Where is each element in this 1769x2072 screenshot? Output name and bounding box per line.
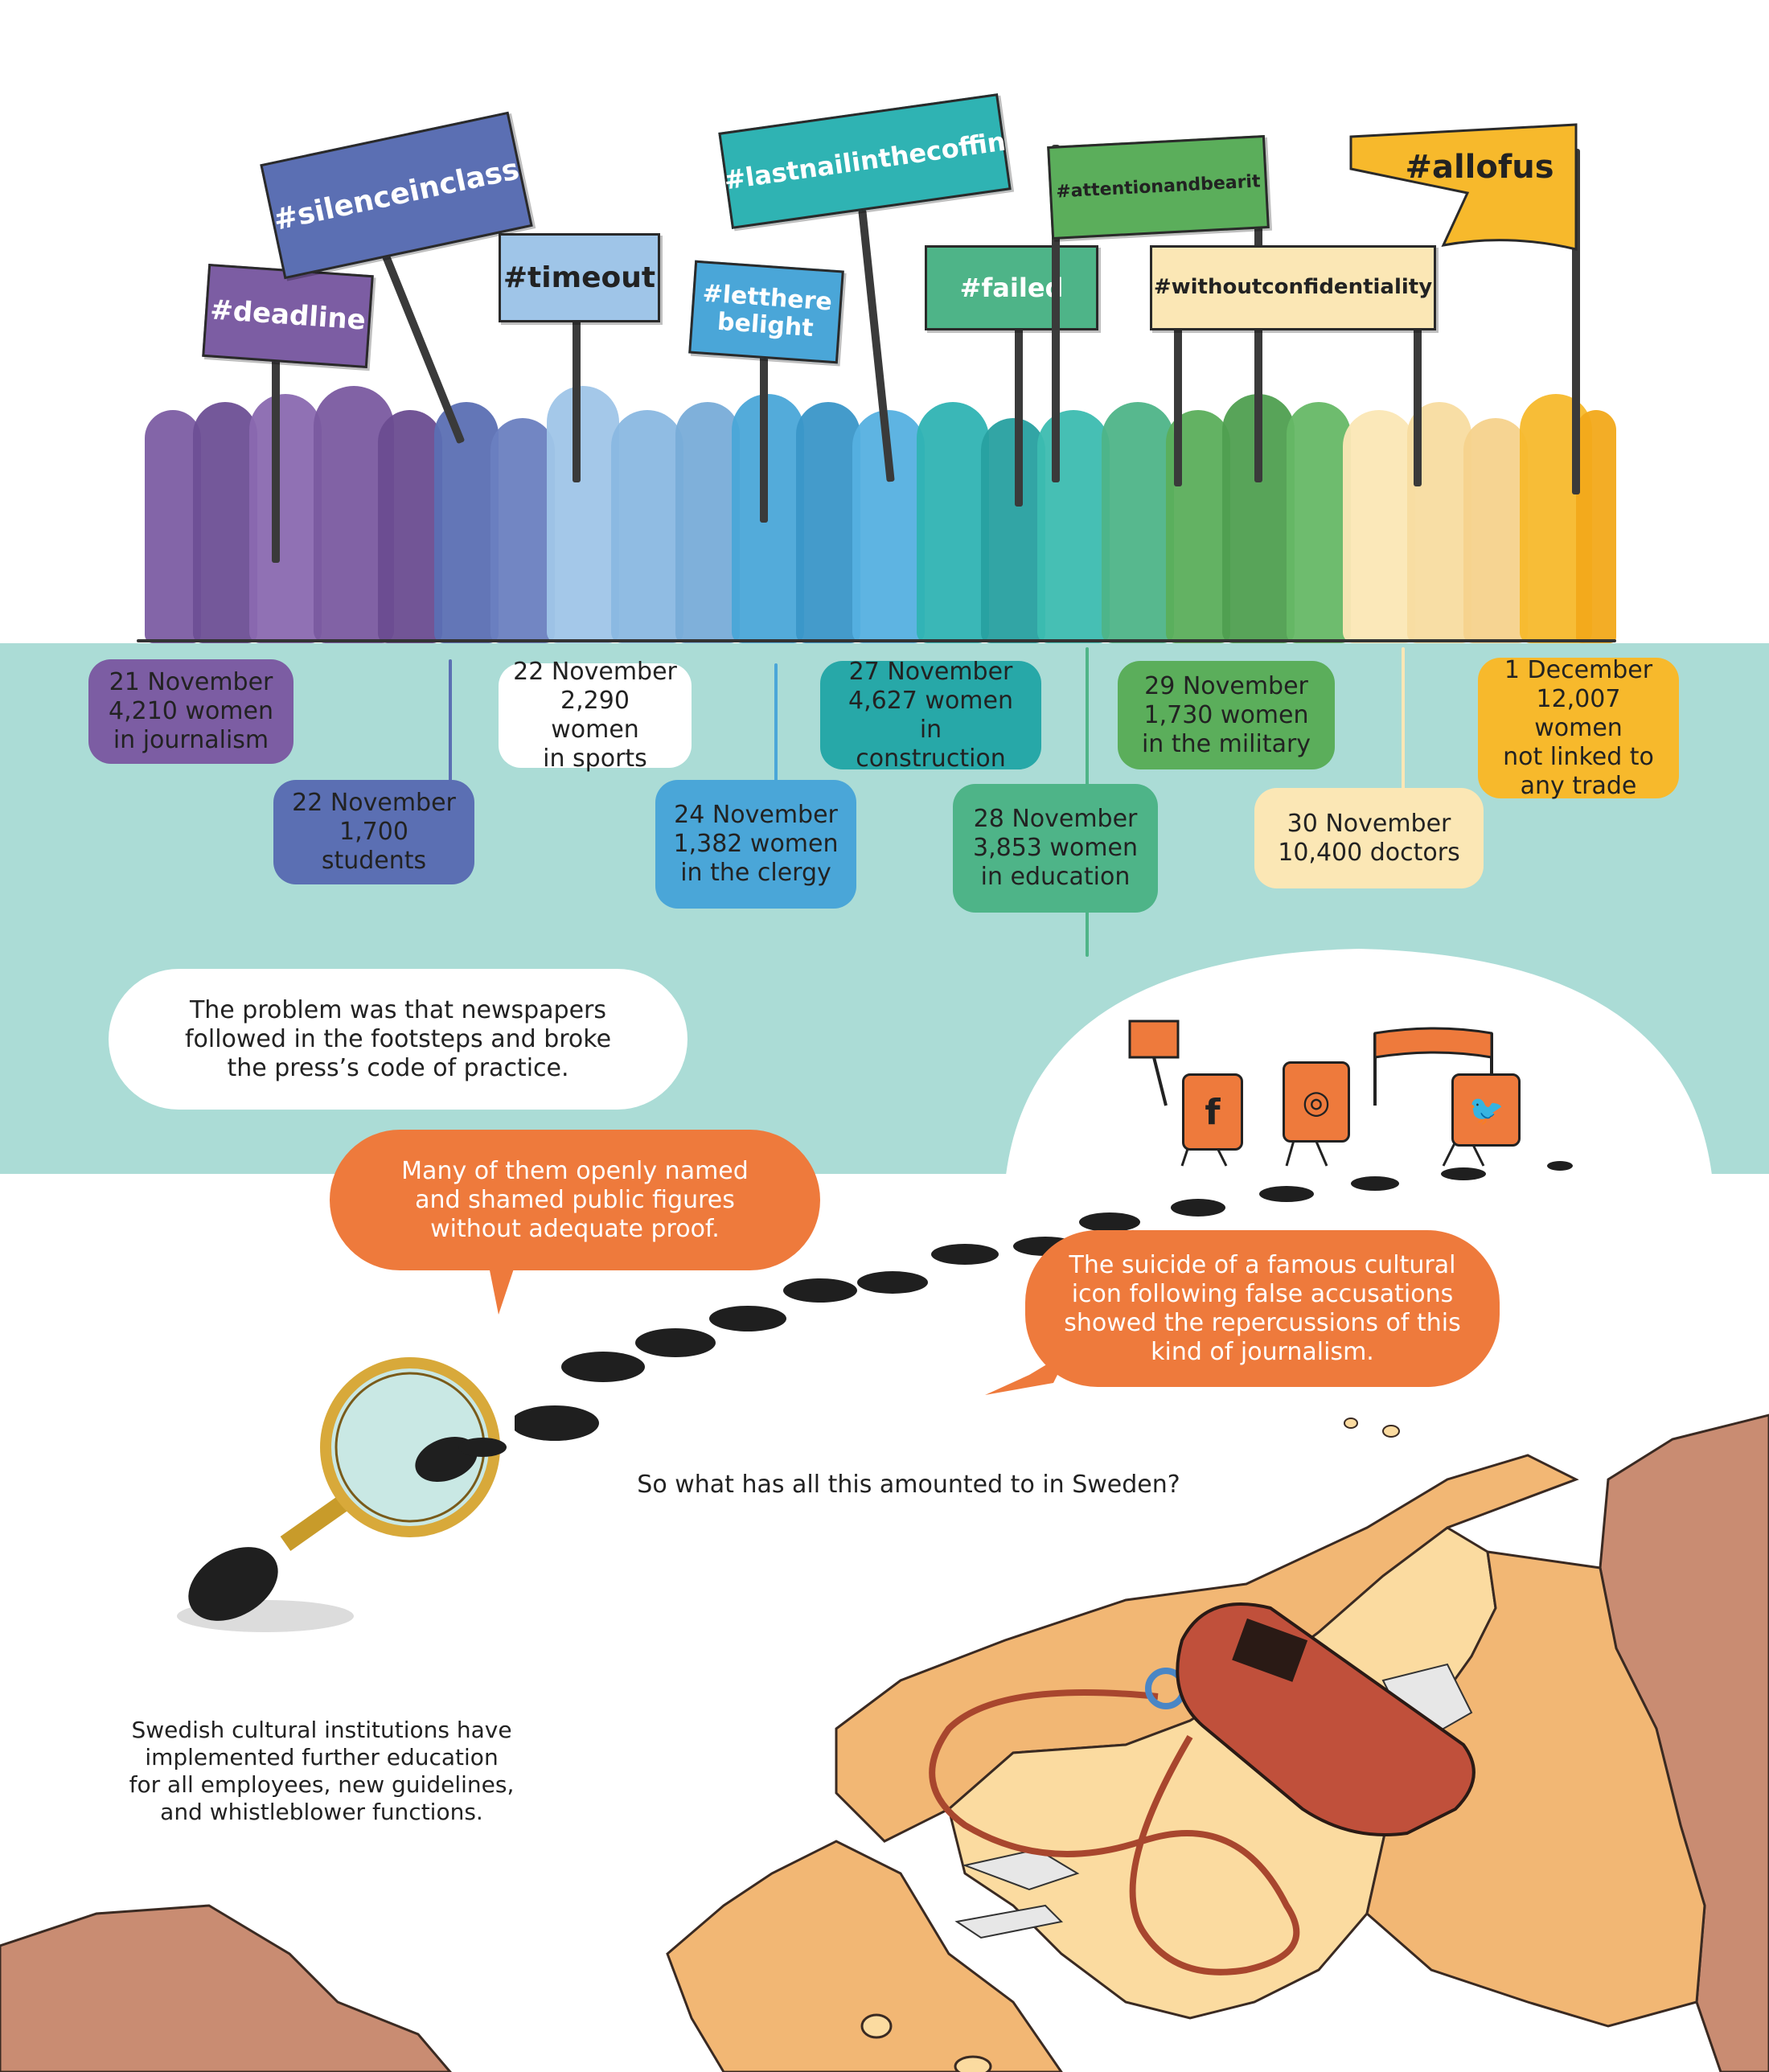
timeline-box-21-november: 21 November 4,210 women in journalism <box>88 659 293 764</box>
timeline-date: 29 November <box>1144 671 1308 700</box>
timeline-box-28-november: 28 November 3,853 women in education <box>953 784 1158 913</box>
sign-allofus-text: #allofus <box>1405 149 1554 186</box>
sign-lettherebelight: #letthere belight <box>688 260 844 364</box>
facebook-icon: f <box>1182 1073 1243 1151</box>
timeline-detail: 1,730 women in the military <box>1141 700 1311 758</box>
sign-pole <box>1015 322 1023 507</box>
social-media-march <box>1126 1009 1528 1170</box>
timeline-stem <box>1402 647 1405 796</box>
timeline-detail: 1,382 women in the clergy <box>673 830 839 887</box>
bubble-tail <box>985 1351 1069 1395</box>
timeline-box-27-november: 27 November 4,627 women in construction <box>820 657 1041 773</box>
timeline-date: 22 November <box>513 658 677 686</box>
sign-allofus-flag <box>1349 123 1578 251</box>
timeline-detail: 10,400 doctors <box>1278 838 1460 867</box>
speech-bubble-newspapers: The problem was that newspapers followed… <box>109 969 687 1110</box>
timeline-detail: 4,210 women in journalism <box>108 697 273 754</box>
caption-institutions: Swedish cultural institutions have imple… <box>129 1717 515 1825</box>
sign-pole <box>573 314 581 482</box>
sign-withoutconfidentiality: #withoutconfidentiality <box>1150 245 1436 330</box>
timeline-box-29-november: 29 November 1,730 women in the military <box>1118 661 1335 769</box>
speech-bubble-suicide: The suicide of a famous cultural icon fo… <box>1025 1230 1500 1387</box>
sign-timeout: #timeout <box>499 233 660 322</box>
caption-sweden-question: So what has all this amounted to in Swed… <box>637 1471 1180 1499</box>
timeline-detail: 12,007 women not linked to any trade <box>1503 684 1654 800</box>
timeline-date: 30 November <box>1287 809 1451 838</box>
timeline-box-30-november: 30 November 10,400 doctors <box>1254 788 1484 888</box>
sign-pole <box>1572 149 1580 494</box>
bubble-tail <box>486 1254 519 1315</box>
timeline-date: 21 November <box>109 668 273 696</box>
timeline-date: 24 November <box>674 801 838 829</box>
timeline-detail: 2,290 women in sports <box>543 687 647 773</box>
speech-bubble-named-and-shamed: Many of them openly named and shamed pub… <box>330 1130 820 1270</box>
twitter-icon: 🐦 <box>1451 1073 1521 1147</box>
timeline-date: 27 November <box>848 657 1013 686</box>
timeline-box-24-november: 24 November 1,382 women in the clergy <box>655 780 856 909</box>
ground-line <box>137 639 1616 642</box>
instagram-icon: ◎ <box>1283 1061 1350 1143</box>
timeline-box-1-december: 1 December 12,007 women not linked to an… <box>1478 655 1679 800</box>
sign-lastnailinthecoffin: #lastnailinthecoffin <box>718 93 1012 229</box>
timeline-box-22-november-students: 22 November 1,700 students <box>273 780 474 884</box>
timeline-date: 1 December <box>1504 655 1653 684</box>
magnifying-glass-icon <box>177 1357 507 1632</box>
timeline-date: 22 November <box>292 789 456 817</box>
timeline-date: 28 November <box>973 805 1138 833</box>
footprints-trail <box>515 1161 1573 1441</box>
sign-pole <box>1174 326 1182 486</box>
whistle-icon <box>929 1602 1476 1976</box>
timeline-detail: 1,700 students <box>321 818 427 875</box>
timeline-stem <box>774 663 778 796</box>
sign-deadline: #deadline <box>202 263 374 369</box>
scandinavia-map <box>0 1413 1769 2072</box>
timeline-detail: 3,853 women in education <box>972 834 1138 891</box>
sign-pole <box>272 354 280 563</box>
timeline-detail: 4,627 women in construction <box>848 686 1013 773</box>
timeline-stem <box>449 659 452 796</box>
sign-silenceinclass: #silenceinclass <box>260 111 533 280</box>
timeline-box-22-november-sports: 22 November 2,290 women in sports <box>499 658 692 773</box>
marching-crowd <box>137 378 1616 643</box>
sign-pole <box>1414 326 1422 486</box>
sign-pole <box>760 346 768 523</box>
sign-attentionandbearit: #attentionandbearit <box>1047 134 1270 240</box>
sign-pole <box>1052 145 1060 482</box>
sign-failed: #failed <box>925 245 1098 330</box>
